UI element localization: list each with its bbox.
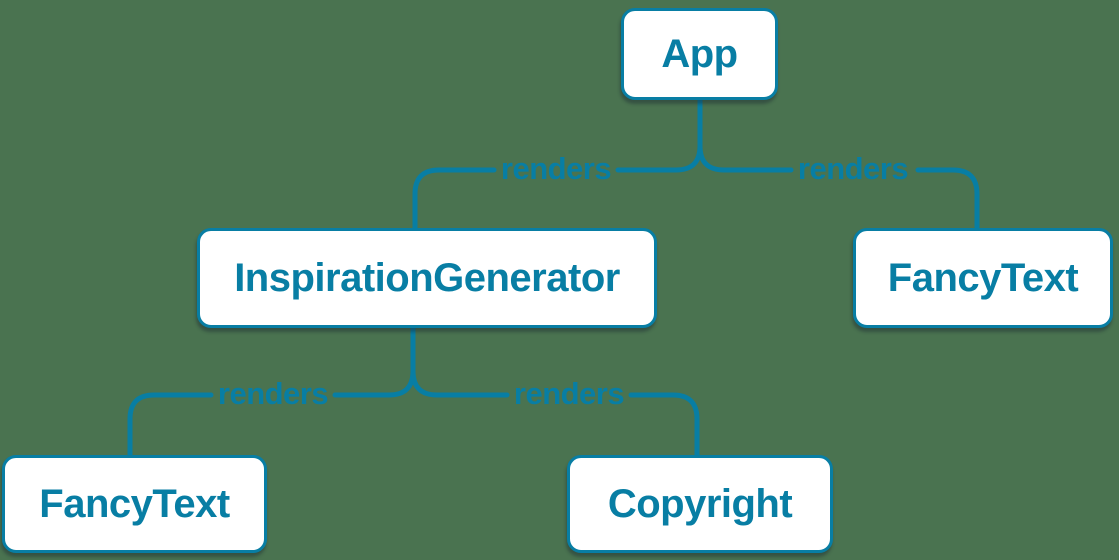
node-fancytext-top: FancyText	[853, 228, 1113, 328]
edge-app-inspirationgenerator-line-left	[412, 167, 497, 231]
edge-inspirationgenerator-copyright-line-right	[628, 392, 700, 458]
node-copyright: Copyright	[567, 455, 833, 553]
edge-label-inspirationgenerator-fancytext: renders	[217, 376, 329, 411]
edge-label-app-inspirationgenerator: renders	[500, 151, 612, 186]
edge-app-fancytext-line-right	[915, 167, 980, 230]
node-app-label: App	[661, 31, 738, 76]
edge-inspirationgenerator-fancytext-line-left	[127, 392, 214, 458]
edge-inspirationgenerator-fancytext-line-right	[332, 325, 416, 398]
node-fancytext-bottom-label: FancyText	[39, 481, 230, 526]
edge-label-app-fancytext: renders	[797, 151, 909, 186]
edge-app-inspirationgenerator-line-right	[615, 97, 703, 173]
edge-inspirationgenerator-copyright-line-left	[410, 368, 510, 398]
edge-label-inspirationgenerator-copyright: renders	[513, 376, 625, 411]
node-inspirationgenerator: InspirationGenerator	[197, 228, 657, 328]
node-inspirationgenerator-label: InspirationGenerator	[234, 255, 620, 300]
node-copyright-label: Copyright	[607, 481, 793, 526]
edge-app-fancytext-line-left	[697, 143, 794, 173]
node-fancytext-bottom: FancyText	[2, 455, 267, 553]
node-fancytext-top-label: FancyText	[887, 255, 1079, 300]
node-app: App	[621, 8, 778, 100]
